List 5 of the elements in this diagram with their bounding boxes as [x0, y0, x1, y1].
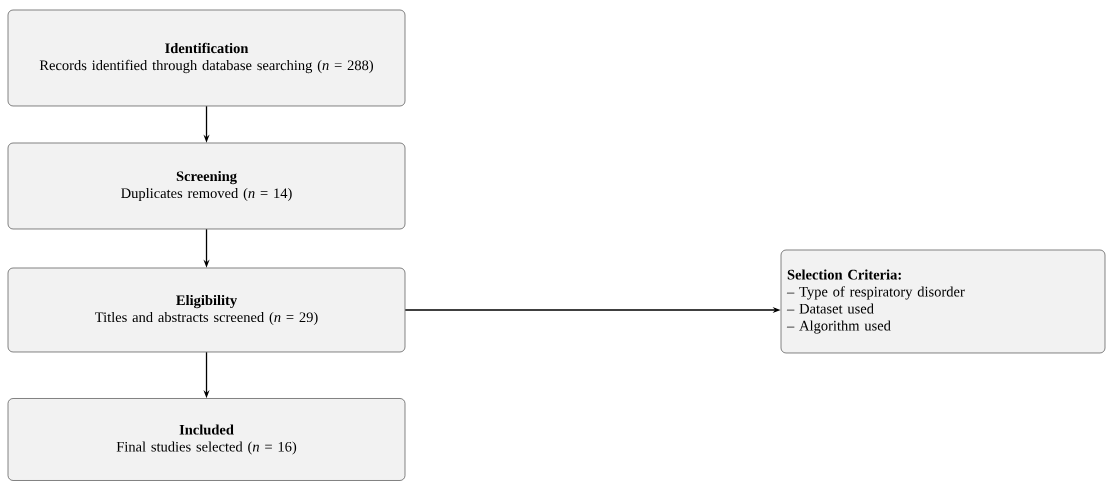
stage-box: Included Final studies selected (n = 16): [7, 398, 406, 481]
stage-box: Screening Duplicates removed (n = 14): [7, 142, 406, 230]
criteria-box: Selection Criteria: – Type of respiratory disorder – Dataset used – Algorithm used: [780, 249, 1106, 354]
stage-box: Eligibility Titles and abstracts screened (n = 29): [7, 267, 406, 353]
stage-box: Identification Records identified through database searching (n = 288): [7, 9, 406, 107]
